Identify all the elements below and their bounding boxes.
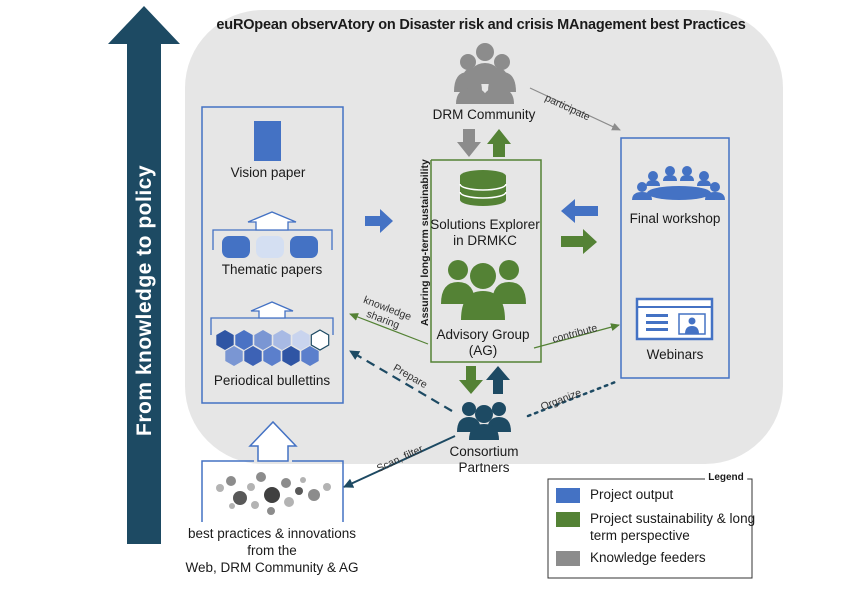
thematic-papers-icon [212, 211, 333, 258]
community-down-arrow [457, 129, 481, 157]
participate-edge [529, 87, 621, 131]
explorer-to-workshop-arrow [561, 229, 597, 254]
periodical-bulletins-label: Periodical bullettins [213, 373, 331, 388]
sources-line1: best practices & innovations [187, 526, 357, 541]
legend-item-feeders: Knowledge feeders [590, 550, 706, 565]
consortium-line1: Consortium [449, 444, 519, 459]
observatory-background [185, 10, 783, 464]
final-workshop-label: Final workshop [629, 211, 721, 226]
workshop-to-explorer-arrow [561, 199, 598, 223]
knowledge-to-policy-arrow [108, 6, 180, 544]
organize-edge [526, 379, 620, 418]
drm-community-icon [454, 43, 516, 104]
vision-paper-icon [254, 121, 281, 161]
events-box [620, 137, 730, 379]
outputs-box [201, 106, 344, 404]
knowledge-to-policy-label: From knowledge to policy [133, 164, 156, 436]
advisory-group-icon [441, 260, 526, 320]
sources-line2: from the [247, 543, 297, 558]
vision-paper-label: Vision paper [230, 165, 306, 180]
sustainability-bracket [430, 159, 542, 363]
community-up-arrow [487, 129, 511, 157]
periodical-bulletins-icon [210, 301, 334, 366]
solutions-explorer-line1: Solutions Explorer [430, 217, 540, 232]
sources-box [201, 420, 344, 522]
ag-to-consortium-arrow [459, 366, 483, 394]
prepare-edge [349, 350, 453, 412]
diagram-title: euROpean observAtory on Disaster risk an… [216, 17, 746, 33]
best-practices-dots-icon [216, 472, 331, 515]
knowledge-sharing-edge [349, 313, 429, 345]
legend-item-sustainability-line1: Project sustainability & long [590, 511, 756, 526]
drm-community-label: DRM Community [432, 107, 536, 122]
contribute-edge [533, 323, 620, 349]
database-icon [459, 170, 507, 206]
consortium-to-ag-arrow [486, 366, 510, 394]
legend-title: Legend [705, 472, 747, 484]
consortium-icon [457, 402, 511, 440]
sources-line3: Web, DRM Community & AG [185, 560, 359, 575]
consortium-line2: Partners [458, 460, 510, 475]
scan-filter-edge [343, 435, 456, 488]
advisory-group-line1: Advisory Group [436, 327, 530, 342]
webinars-label: Webinars [646, 347, 704, 362]
webinar-icon [635, 297, 714, 341]
solutions-explorer-line2: in DRMKC [453, 233, 517, 248]
sustainability-label: Assuring long-term sustainability [419, 159, 431, 326]
thematic-papers-label: Thematic papers [221, 262, 323, 277]
output-to-explorer-arrow [365, 209, 393, 233]
advisory-group-line2: (AG) [468, 343, 498, 358]
legend-item-output: Project output [590, 487, 674, 502]
legend-item-sustainability-line2: term perspective [590, 528, 690, 543]
workshop-icon [632, 166, 725, 200]
